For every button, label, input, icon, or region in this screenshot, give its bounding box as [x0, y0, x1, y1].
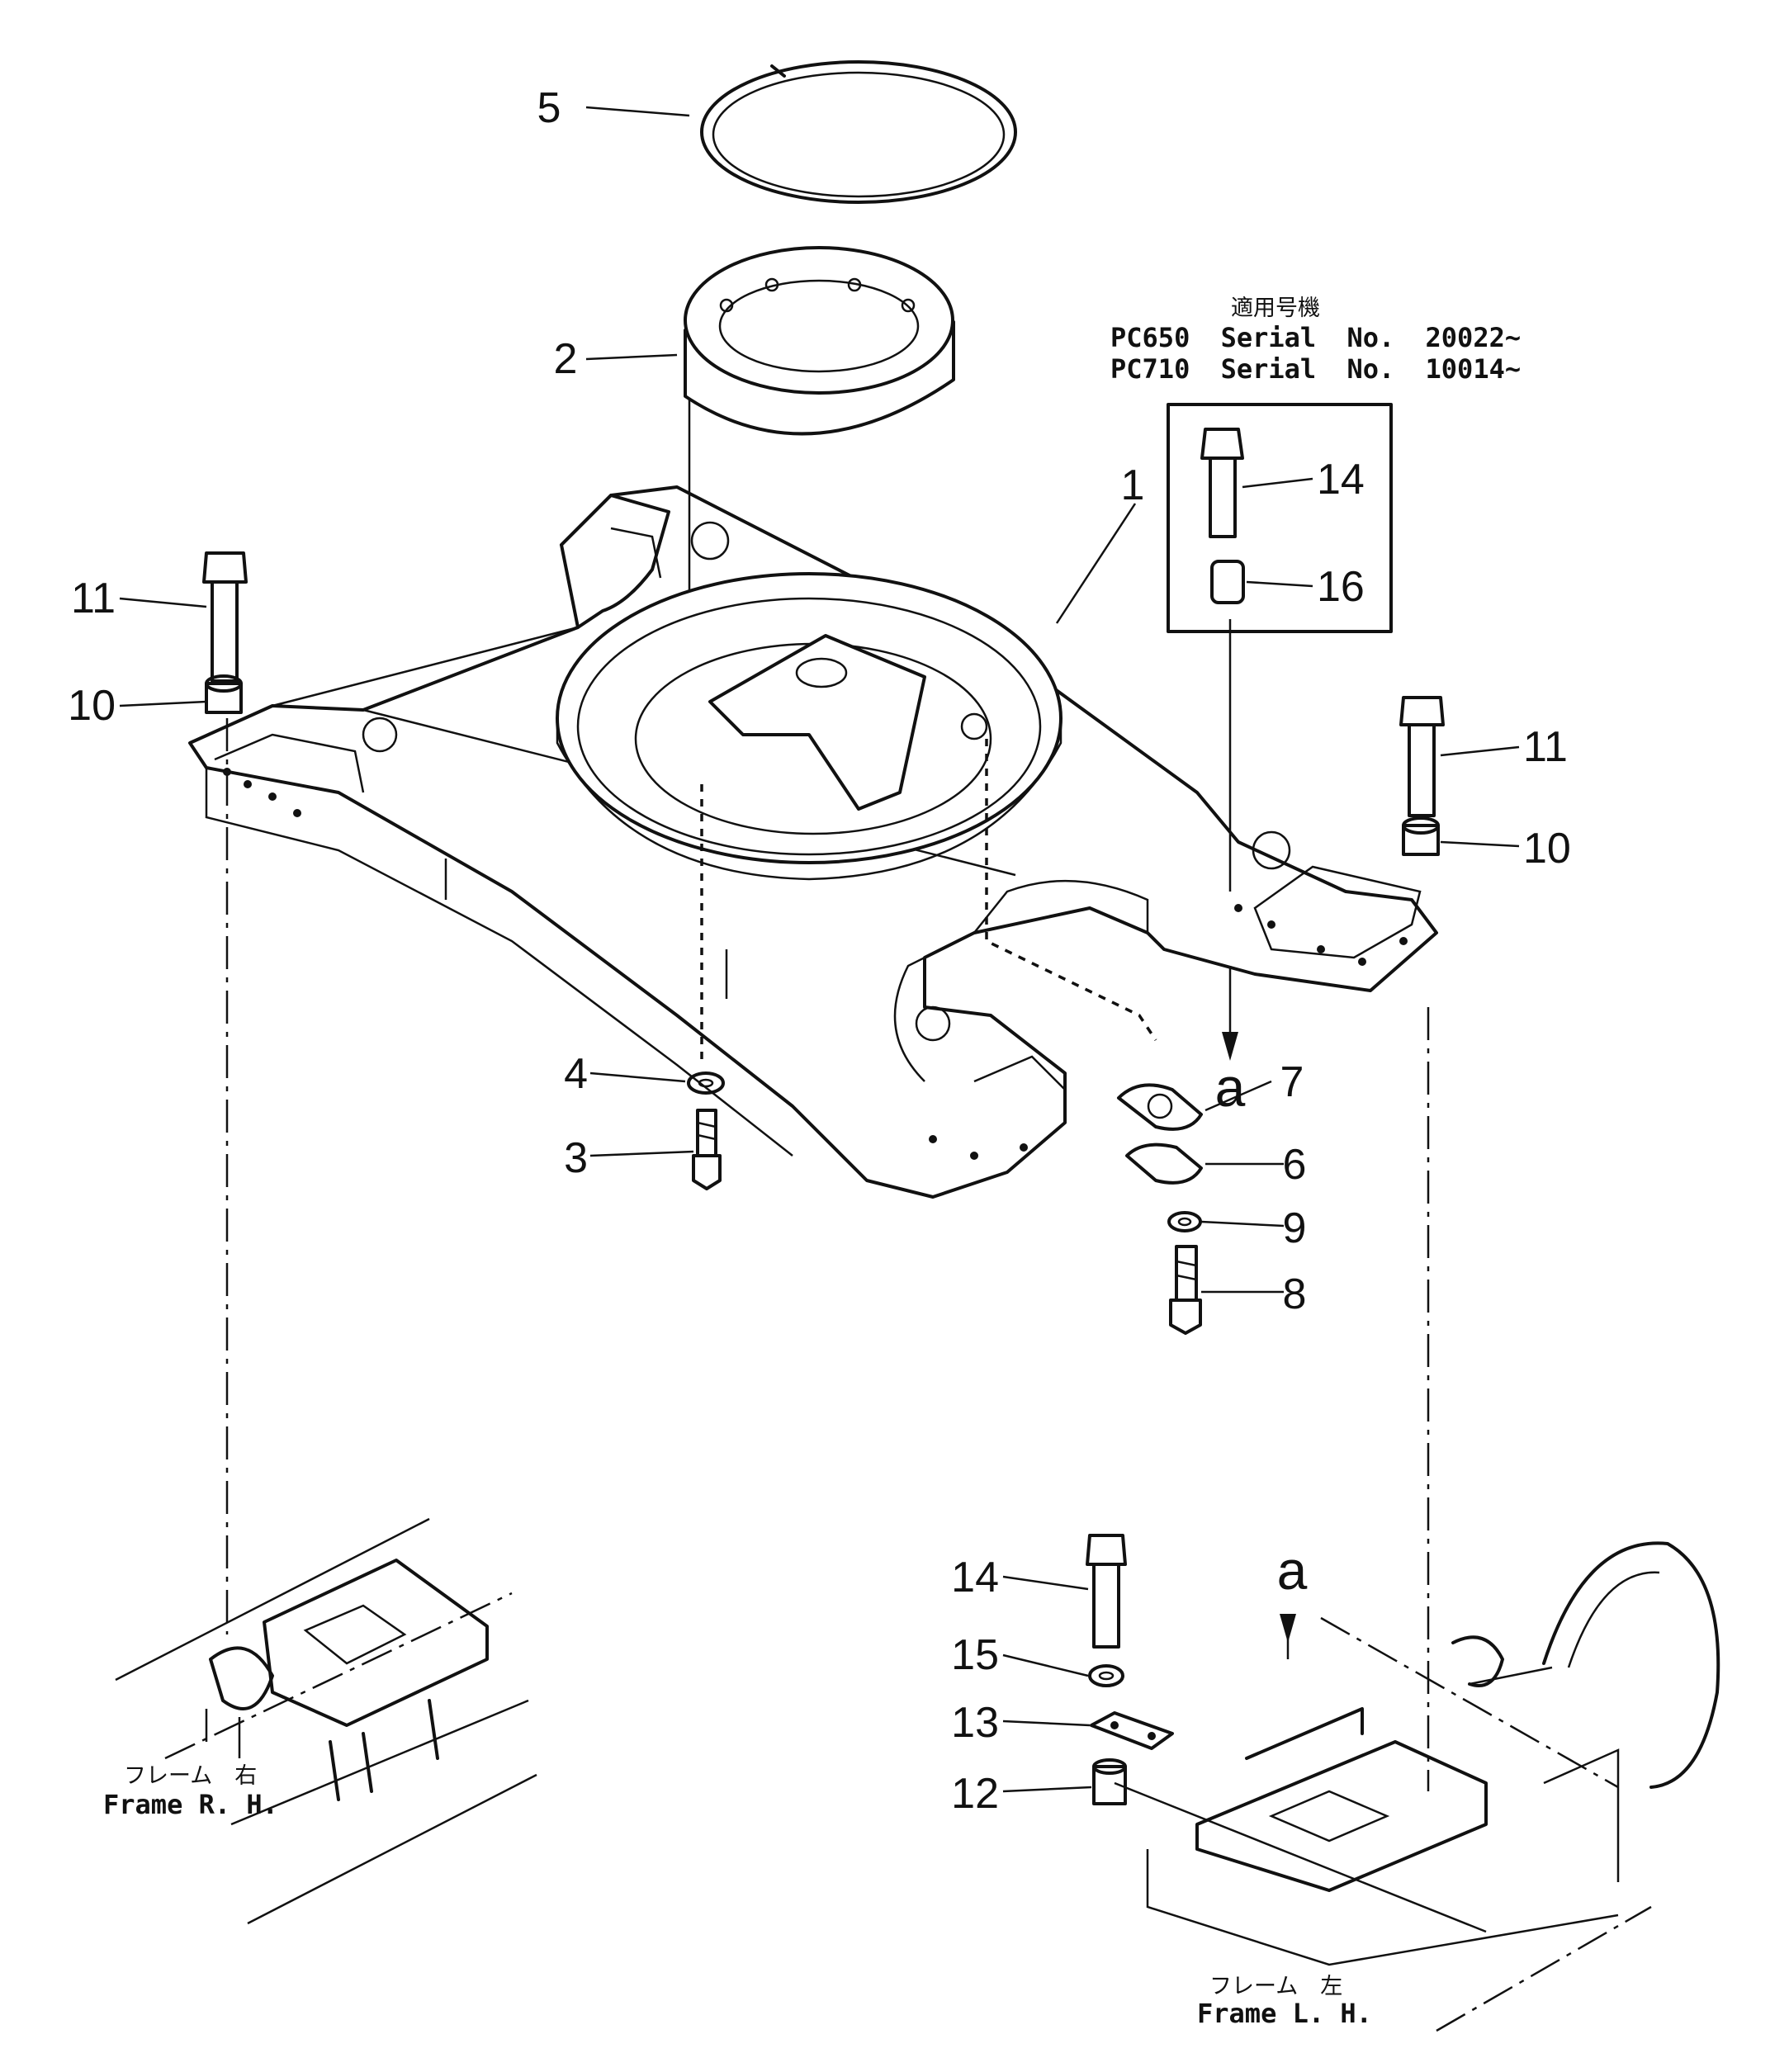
bolt-11-left: [202, 551, 248, 683]
model-1: PC650: [1110, 322, 1190, 353]
part-number-3: 3: [564, 1134, 588, 1182]
frame-lh-jp: フレーム 左: [1209, 1974, 1342, 1999]
part-number-1: 1: [1121, 461, 1145, 509]
spacer-10-right: [1402, 816, 1440, 856]
no-label-2: No.: [1346, 353, 1394, 385]
part-number-15-text: 15: [951, 1631, 999, 1679]
revolving-frame-part: [188, 485, 1438, 1199]
applicability-row-2: PC710 Serial No. 10014~: [1110, 353, 1521, 385]
part-number-10-left: 10: [68, 682, 116, 730]
part-number-11-right: 11: [1523, 723, 1568, 771]
bolt-11-right: [1399, 696, 1445, 817]
snap-ring-part: [700, 60, 1017, 204]
part-number-2: 2: [554, 335, 578, 383]
plate-13: [1090, 1711, 1174, 1750]
bolt-3: [692, 1109, 722, 1190]
frame-lh-en: Frame L. H.: [1197, 1998, 1372, 2029]
serial-label-1: Serial: [1221, 322, 1317, 353]
view-a-arrow-top: [1222, 1032, 1238, 1061]
frame-rh-en: Frame R. H.: [103, 1789, 278, 1820]
model-2: PC710: [1110, 353, 1190, 385]
serial-label-2: Serial: [1221, 353, 1317, 385]
frame-holes: [223, 768, 1408, 1160]
applicability-heading: 適用号機: [1231, 296, 1320, 321]
leader-lines: [119, 106, 1520, 1793]
applicability-box: [1167, 403, 1393, 633]
part-number-8: 8: [1283, 1270, 1307, 1318]
part-number-9: 9: [1283, 1204, 1307, 1252]
part-number-13: 13: [951, 1699, 999, 1747]
applicability-row-1: PC650 Serial No. 20022~: [1110, 322, 1521, 353]
washer-15: [1088, 1664, 1124, 1687]
spacer-12: [1092, 1758, 1127, 1805]
view-a-top: a: [1215, 1057, 1246, 1118]
part-number-6: 6: [1283, 1141, 1307, 1189]
spacer-10-left: [205, 674, 243, 714]
part-number-5: 5: [537, 84, 561, 132]
frame-rh-jp: フレーム 右: [124, 1763, 257, 1789]
frame-rh-part: [115, 1517, 537, 1925]
part-number-7: 7: [1280, 1058, 1304, 1106]
bolt-14-bottom: [1086, 1534, 1127, 1649]
gasket-7: [1117, 1083, 1203, 1131]
frame-lh-part: [1114, 1541, 1720, 2032]
cover-6: [1125, 1142, 1203, 1185]
washer-4: [687, 1071, 725, 1095]
view-a-bottom: a: [1277, 1540, 1308, 1601]
part-number-12-text: 12: [951, 1770, 999, 1818]
part-number-11-left: 11: [71, 575, 116, 622]
bolt-8: [1169, 1245, 1202, 1335]
part-number-14-box: 14: [1317, 456, 1365, 504]
serial-2: 10014~: [1426, 353, 1522, 385]
part-number-4: 4: [564, 1050, 588, 1098]
part-number-10-right: 10: [1523, 825, 1571, 873]
part-number-16: 16: [1317, 563, 1365, 611]
no-label-1: No.: [1346, 322, 1394, 353]
washer-9: [1167, 1211, 1202, 1232]
serial-1: 20022~: [1426, 322, 1522, 353]
part-number-14-bottom: 14: [951, 1554, 999, 1601]
